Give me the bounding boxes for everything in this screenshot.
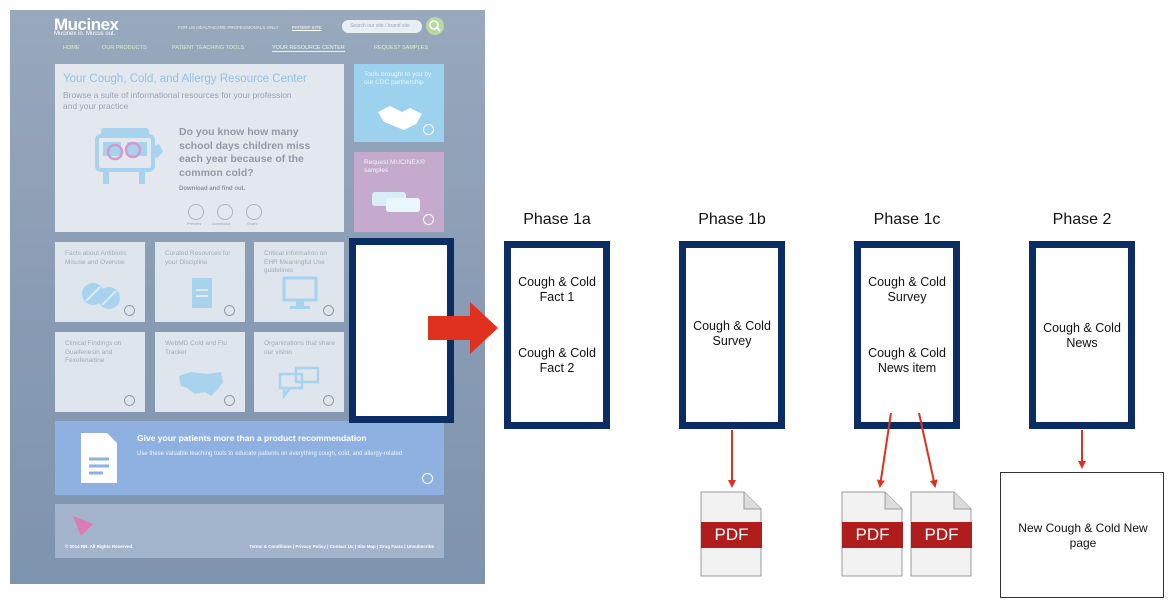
copyright: © 2014 RB. All Rights Reserved. (65, 544, 134, 549)
phase-title: Phase 1b (698, 211, 766, 228)
brand-tagline: Mucinex in. Mucus out. (54, 31, 116, 37)
banner-title: Give your patients more than a product r… (137, 433, 367, 443)
pdf-document: PDF (700, 491, 762, 577)
tile-label: Facts about Antibiotic Misuse and Overus… (65, 250, 127, 266)
chevron-right-icon (124, 395, 135, 406)
chevron-right-icon (423, 214, 434, 225)
frame-item: Cough & Cold Fact 2 (518, 346, 596, 375)
hero-cta: Download and find out. (179, 186, 246, 192)
chat-bubbles-icon (278, 366, 320, 400)
tile-antibiotic-misuse[interactable]: Facts about Antibiotic Misuse and Overus… (55, 242, 145, 322)
tile-label: WebMD Cold and Flu Tracker (165, 340, 228, 356)
pills-icon (82, 283, 120, 309)
handshake-icon (378, 106, 422, 130)
banner-subtitle: Use these valuable teaching tools to edu… (137, 451, 403, 457)
hero-panel: Your Cough, Cold, and Allergy Resource C… (55, 64, 344, 232)
chevron-right-icon (323, 305, 334, 316)
phase-title: Phase 1c (873, 211, 941, 228)
tile-flu-tracker[interactable]: WebMD Cold and Flu Tracker (155, 332, 245, 412)
frame-item: Cough & Cold News (1043, 321, 1121, 350)
chevron-right-icon (323, 395, 334, 406)
footer-links[interactable]: Terms & Conditions | Privacy Policy | Co… (249, 544, 434, 549)
search-icon (429, 20, 441, 32)
pdf-label: PDF (842, 522, 903, 548)
chevron-right-icon (224, 395, 235, 406)
nav-products[interactable]: OUR PRODUCTS (102, 45, 147, 51)
hcp-notice: FOR US HEALTHCARE PROFESSIONALS ONLY (178, 25, 279, 30)
chevron-right-icon (224, 305, 235, 316)
preview-icon[interactable] (188, 204, 204, 220)
samples-card-text: Request MUCINEX® samples (364, 159, 425, 174)
pdf-label: PDF (701, 522, 762, 548)
highlighted-content-slot (349, 238, 454, 423)
phase-title: Phase 1a (523, 211, 591, 228)
search-button[interactable] (426, 17, 444, 35)
share-label: Share (247, 221, 258, 226)
hero-title: Your Cough, Cold, and Allergy Resource C… (63, 73, 307, 85)
pdf-document: PDF (910, 491, 972, 577)
us-map-icon (179, 372, 223, 396)
pdf-document: PDF (841, 491, 903, 577)
tile-organizations[interactable]: Organizations that share our vision (254, 332, 344, 412)
nav-request-samples[interactable]: REQUEST SAMPLES (374, 45, 428, 51)
school-bus-icon (95, 128, 163, 184)
preview-label: Preview (187, 221, 202, 226)
frame-item: Cough & Cold News item (868, 346, 946, 375)
frame-item: Cough & Cold Survey (868, 275, 946, 304)
new-page-box: New Cough & Cold New page (1000, 472, 1164, 598)
request-samples-card[interactable]: Request MUCINEX® samples (354, 152, 444, 232)
arrow-right-icon (428, 302, 498, 354)
hero-question: Do you know how many school days childre… (179, 126, 311, 179)
hero-subtitle: Browse a suite of informational resource… (63, 90, 292, 111)
rb-logo-icon (73, 516, 93, 536)
download-icon[interactable] (217, 204, 233, 220)
pdf-label: PDF (911, 522, 972, 548)
monitor-icon (282, 276, 318, 309)
phase-frame: Cough & Cold Fact 1 Cough & Cold Fact 2 (504, 241, 610, 429)
cdc-card-text: Tools brought to you by our CDC partners… (364, 71, 432, 86)
share-icon[interactable] (246, 204, 262, 220)
tile-label: Critical information on EHR Meaningful U… (264, 250, 327, 274)
pill-box-icon (372, 192, 420, 212)
frame-item: Cough & Cold Survey (693, 319, 771, 348)
chevron-right-icon (422, 473, 433, 484)
download-label: Download (212, 221, 230, 226)
main-nav: HOME OUR PRODUCTS PATIENT TEACHING TOOLS… (54, 43, 444, 55)
nav-resource-center[interactable]: YOUR RESOURCE CENTER (272, 45, 345, 52)
document-icon (81, 433, 117, 483)
site-footer: © 2014 RB. All Rights Reserved. Terms & … (55, 504, 444, 558)
tile-clinical-findings[interactable]: Clinical Findings on Guaifenesin and Fex… (55, 332, 145, 412)
phase-title: Phase 2 (1052, 211, 1112, 228)
tile-label: Curated Resources for your Discipline (165, 250, 231, 266)
phase-frame: Cough & Cold Survey Cough & Cold News it… (854, 241, 960, 429)
patient-site-link[interactable]: PATIENT SITE (292, 25, 322, 30)
tile-ehr-guidelines[interactable]: Critical information on EHR Meaningful U… (254, 242, 344, 322)
chevron-right-icon (423, 124, 434, 135)
teaching-tools-banner[interactable]: Give your patients more than a product r… (55, 421, 444, 495)
phase-frame: Cough & Cold Survey (679, 241, 785, 429)
search-input[interactable]: Search our site / brand site (342, 20, 422, 33)
nav-teaching-tools[interactable]: PATIENT TEACHING TOOLS (172, 45, 245, 51)
document-icon (192, 278, 212, 308)
tile-curated-resources[interactable]: Curated Resources for your Discipline (155, 242, 245, 322)
chevron-right-icon (124, 305, 135, 316)
phase-frame: Cough & Cold News (1029, 241, 1135, 429)
nav-home[interactable]: HOME (63, 45, 80, 51)
new-page-label: New Cough & Cold New page (1018, 521, 1148, 550)
tile-label: Organizations that share our vision (264, 340, 335, 356)
tile-label: Clinical Findings on Guaifenesin and Fex… (65, 340, 122, 364)
frame-item: Cough & Cold Fact 1 (518, 275, 596, 304)
cdc-partnership-card[interactable]: Tools brought to you by our CDC partners… (354, 64, 444, 142)
brand-logo: Mucinex (54, 15, 119, 34)
